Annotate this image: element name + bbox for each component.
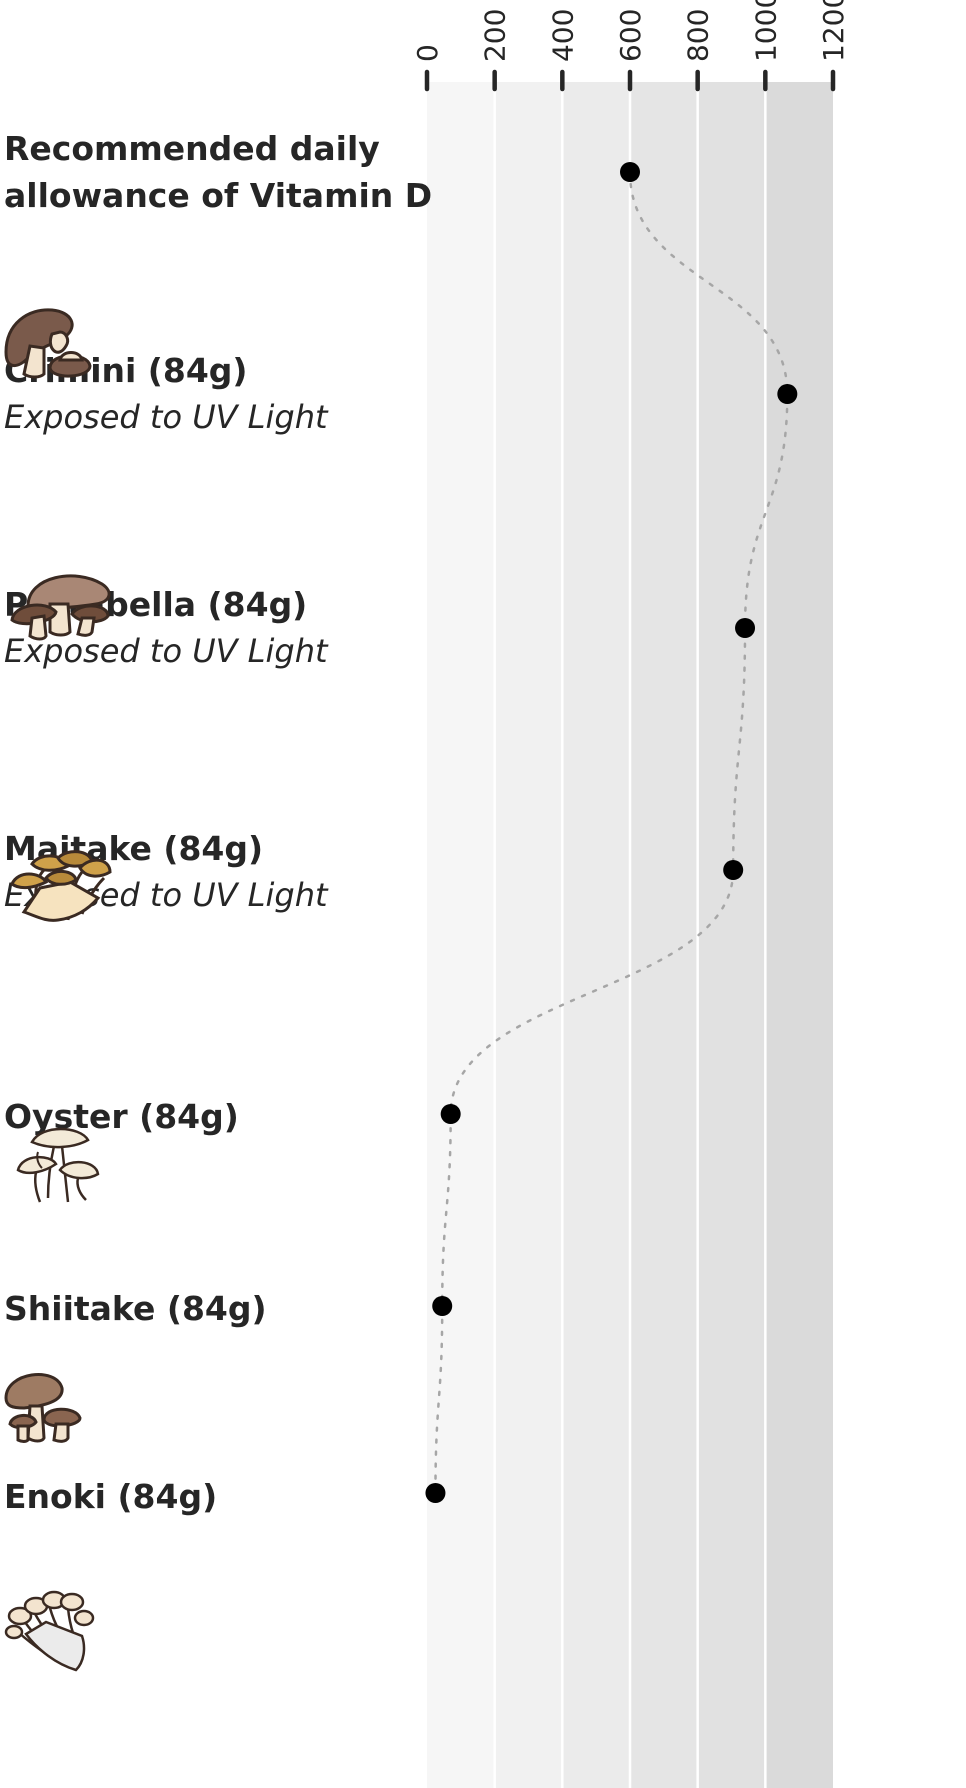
row-name-label: allowance of Vitamin D (4, 176, 432, 215)
background-band (765, 82, 833, 1788)
x-tick-label: 400 (546, 9, 579, 62)
row-name-label: Shiitake (84g) (4, 1289, 267, 1328)
row-name-label: Enoki (84g) (4, 1477, 217, 1516)
background-band (562, 82, 630, 1788)
data-point (735, 618, 756, 638)
shiitake-mushroom-icon (4, 1373, 82, 1443)
oyster-mushroom-icon (16, 1127, 100, 1203)
background-band (697, 82, 766, 1788)
x-axis: 0 200 400 600 800 1000 1200 (411, 0, 850, 92)
x-tick-label: 0 (411, 44, 444, 62)
background-band (427, 82, 495, 1788)
data-point (620, 162, 640, 182)
row-name-label: Recommended daily (4, 129, 380, 168)
data-point (777, 384, 798, 404)
data-point (723, 860, 744, 880)
enoki-mushroom-icon (4, 1590, 95, 1672)
data-point (425, 1483, 446, 1503)
background-band (630, 82, 698, 1788)
row-note-label: Exposed to UV Light (4, 398, 329, 436)
row-name-label: Oyster (84g) (4, 1097, 239, 1136)
portabella-mushroom-icon (10, 574, 111, 641)
x-tick-label: 1000 (749, 0, 782, 62)
background-band (494, 82, 563, 1788)
maitake-mushroom-icon (10, 850, 112, 922)
x-tick-label: 200 (479, 9, 512, 62)
data-points (425, 162, 798, 1503)
x-tick-label: 600 (614, 9, 647, 62)
data-point (432, 1296, 453, 1316)
row-note-label: Exposed to UV Light (4, 632, 329, 670)
data-point (440, 1104, 461, 1124)
x-tick-label: 1200 (817, 0, 850, 62)
background-bands (427, 82, 833, 1788)
crimini-mushroom-icon (4, 308, 92, 379)
x-tick-label: 800 (682, 9, 715, 62)
